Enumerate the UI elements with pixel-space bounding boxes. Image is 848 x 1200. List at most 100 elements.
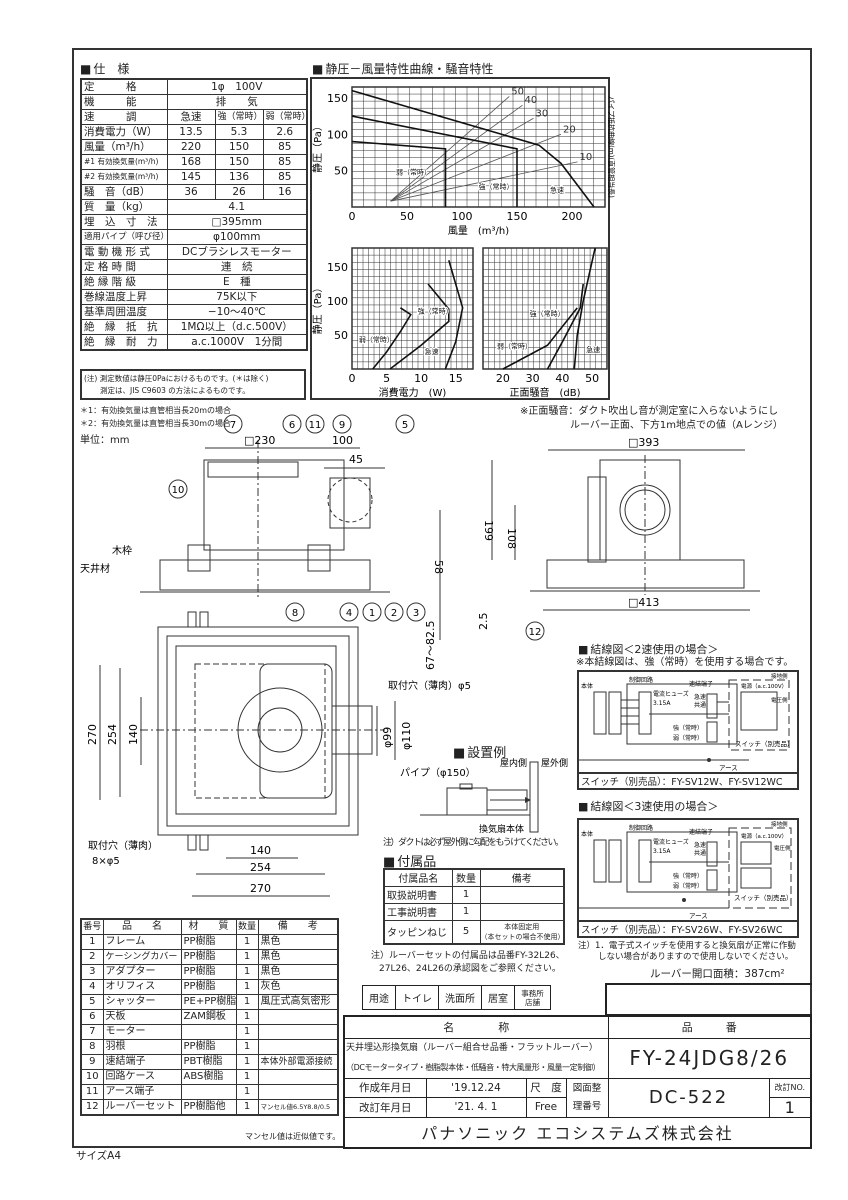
series-label: 弱（常時） <box>396 167 431 176</box>
label-mount-hole-right: 取付穴（薄肉）φ5 <box>388 679 471 692</box>
series-line <box>573 247 596 370</box>
wiring3-fuse-label: 電流ヒューズ <box>653 838 689 846</box>
wiring2-title: 結線図＜2速使用の場合＞ <box>578 641 718 657</box>
parts-header: 材 質 <box>180 918 237 935</box>
wiring2-terminal-label: 速結端子 <box>689 680 713 688</box>
louver-note-1: 注）ルーバーセットの付属品は品番FY-32L26、 <box>371 951 565 961</box>
spec-label: 埋 込 寸 法 <box>80 214 168 230</box>
y-tick-label: 100 <box>327 128 348 141</box>
wiring3-body-label: 本体 <box>581 830 593 838</box>
dim-254-v: 254 <box>106 724 119 745</box>
label-mount-hole-left-1: 取付穴（薄肉） <box>88 839 158 852</box>
usage-cell: 居室 <box>481 985 515 1010</box>
dim-45: 45 <box>349 453 363 466</box>
wiring2-fuse-label: 電流ヒューズ <box>653 690 689 698</box>
wiring-note-1: 注）1．電子式スイッチを使用すると換気扇が正常に作動 <box>578 941 796 951</box>
spec-note: (注) 測定数値は静圧0Paにおけるものです。(＊は除く) 測定は、JIS C9… <box>80 369 306 400</box>
frame-bottom-left <box>72 1146 345 1148</box>
part-balloon-number: 6 <box>289 420 295 431</box>
parts-cell: 5 <box>80 994 104 1010</box>
part-balloon <box>406 602 426 622</box>
title-block: 名 称品 番 天井埋込形換気扇（ルーバー組合せ品番・フラットルーバー）（DCモー… <box>343 1015 812 1149</box>
dim-270-h: 270 <box>250 882 271 895</box>
y-tick-label: 50 <box>334 165 348 178</box>
y-tick-label: 100 <box>327 295 348 308</box>
dim-140-h: 140 <box>250 844 271 857</box>
accessories-cell: 取扱説明書 <box>383 885 453 904</box>
parts-cell: 1 <box>235 1024 259 1040</box>
part-balloon <box>282 414 302 434</box>
unit-label: 単位：mm <box>80 435 130 446</box>
parts-header: 数量 <box>235 918 259 935</box>
spec-label: 風量（m³/h） <box>80 139 168 155</box>
parts-cell: 1 <box>235 1039 259 1055</box>
parts-cell: 3 <box>80 964 104 980</box>
dim-254-h: 254 <box>250 861 271 874</box>
footnote-2: ＊2：有効換気量は直管相当長30mの場合 <box>80 419 232 428</box>
spec-value: □395mm <box>166 214 308 230</box>
accessories-remark: 本体固定用 <box>504 922 540 931</box>
accessories-cell: 1 <box>451 885 481 904</box>
drawing-number-label: 図面整理番号 <box>565 1077 609 1118</box>
parts-cell: アダプター <box>102 964 182 980</box>
spec-row: 機 能排 気 <box>80 94 308 110</box>
parts-cell: 8 <box>80 1039 104 1055</box>
wiring3-ground-label: 接地側 <box>771 820 788 828</box>
parts-cell: 1 <box>235 979 259 995</box>
wiring3-fuse-value: 3.15A <box>653 848 671 855</box>
y-tick-label: 150 <box>327 92 348 105</box>
parts-header: 番号 <box>80 918 104 935</box>
install-outdoor-label: 屋外側 <box>541 757 568 769</box>
parts-cell: オリフィス <box>102 979 182 995</box>
x-tick-label: 20 <box>496 372 510 385</box>
accessories-header: 数量 <box>451 868 481 887</box>
dim-phi99: φ99 <box>381 727 394 748</box>
part-balloon-number: 3 <box>413 608 419 619</box>
parts-cell: 9 <box>80 1054 104 1070</box>
parts-cell: PBT樹脂 <box>180 1054 237 1070</box>
spec-note-2: 測定は、JIS C9603 の方法によるものです。 <box>100 386 250 395</box>
x-axis-label: 風量 (m³/h) <box>448 225 509 237</box>
spec-value: 急速 <box>166 109 216 125</box>
install-pipe-label: パイプ（φ150） <box>400 767 476 779</box>
parts-cell: 灰色 <box>257 979 339 995</box>
parts-cell: 1 <box>235 1009 259 1025</box>
install-note: 注）ダクトは必ず屋外側に勾配をもうけてください。 <box>383 838 564 848</box>
footnote-1: ＊1：有効換気量は直管相当長20mの場合 <box>80 406 232 415</box>
parts-cell: 黒色 <box>257 964 339 980</box>
accessories-cell: 5 <box>451 919 481 945</box>
part-balloon <box>395 414 415 434</box>
name-header: 名 称 <box>343 1015 609 1039</box>
wiring-note-2: しない場合がありますので使用しないでください。 <box>598 952 794 962</box>
dim-108: 108 <box>505 528 518 549</box>
product-name-1: 天井埋込形換気扇（ルーバー組合せ品番・フラットルーバー） <box>346 1043 598 1053</box>
series-label: 弱（常時） <box>497 342 532 351</box>
parts-header: 備 考 <box>257 918 339 935</box>
spec-value: a.c.1000V 1分間 <box>166 334 308 351</box>
series-line <box>389 283 450 370</box>
wiring3-voltage-label: 電圧側 <box>774 844 791 852</box>
pipe-curve <box>390 133 562 202</box>
part-balloon-number: 1 <box>369 608 375 619</box>
spec-value: 150 <box>214 139 264 155</box>
parts-cell: 本体外部電源接続 <box>257 1054 339 1070</box>
accessories-cell <box>479 885 565 904</box>
wiring2-diagram: 本体 制御回路 電流ヒューズ 3.15A 速結端子 急速 共通 強（常時） 弱（… <box>579 672 794 772</box>
spec-value: 1φ 100V <box>166 78 308 95</box>
wiring2-box: 本体 制御回路 電流ヒューズ 3.15A 速結端子 急速 共通 強（常時） 弱（… <box>577 670 799 790</box>
part-balloon-number: 7 <box>230 420 236 431</box>
parts-cell: 1 <box>235 1099 259 1116</box>
parts-cell: PP樹脂 <box>180 949 237 965</box>
parts-cell: モーター <box>102 1024 182 1040</box>
spec-value: 26 <box>214 184 264 200</box>
spec-label: 定 格 時 間 <box>80 259 168 275</box>
